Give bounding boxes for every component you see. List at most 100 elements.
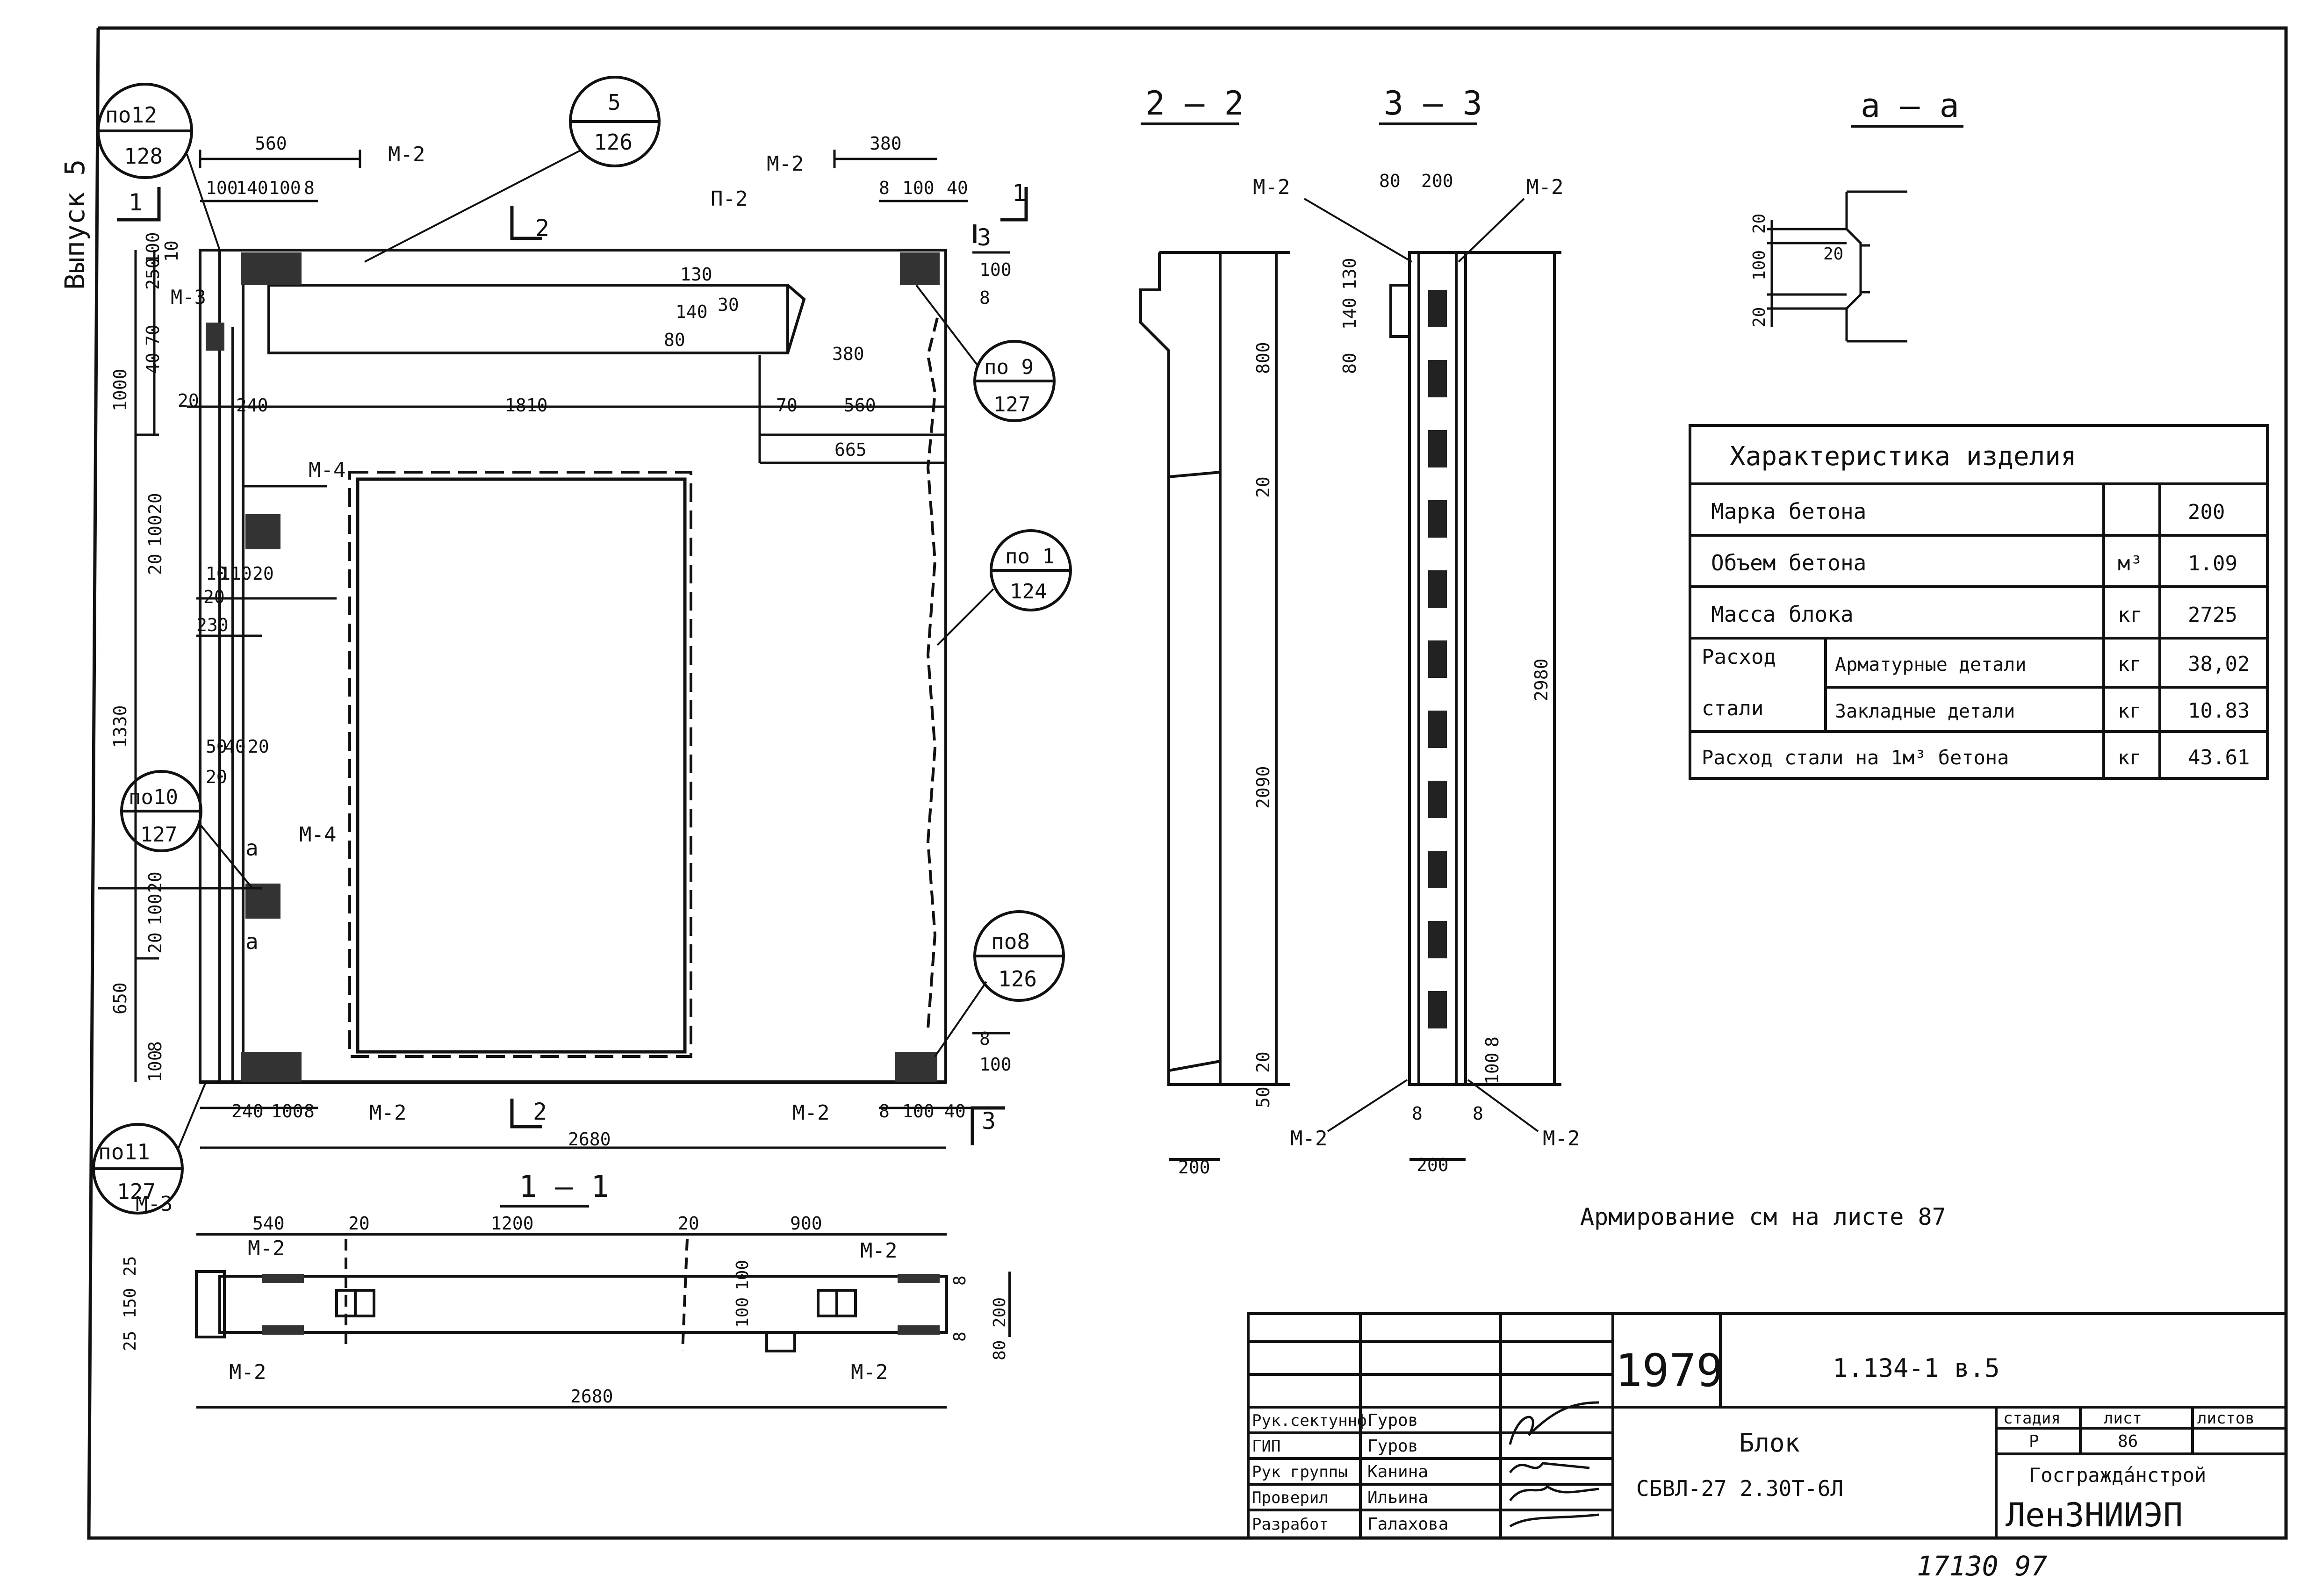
embedded-parts bbox=[206, 252, 940, 1082]
embedded-m4-top bbox=[245, 514, 280, 549]
dim-380: 380 bbox=[870, 133, 902, 154]
dim-20: 20 bbox=[1253, 476, 1273, 498]
opening-dashed bbox=[348, 471, 692, 1058]
char-row-3-value: 2725 bbox=[2188, 603, 2237, 627]
stamp-role-2: ГИП bbox=[1252, 1437, 1280, 1456]
dim-50: 50 bbox=[1253, 1086, 1273, 1108]
char-row-3-label: Масса блока bbox=[1711, 602, 1854, 627]
char-row-2-unit: м³ bbox=[2118, 552, 2143, 575]
char-row-1-value: 200 bbox=[2188, 500, 2225, 524]
section-a-a-dims: 20 100 20 20 bbox=[1750, 214, 1843, 327]
mark-m2-11-tr: М-2 bbox=[860, 1239, 897, 1263]
dim-40: 40 bbox=[947, 178, 968, 198]
mark-m2-11-br: М-2 bbox=[851, 1360, 888, 1384]
mark-a-top: а bbox=[245, 835, 259, 861]
dim-50: 50 bbox=[206, 736, 227, 757]
signatures bbox=[1509, 1401, 1599, 1528]
dim-560: 560 bbox=[255, 133, 287, 154]
window-opening bbox=[356, 477, 687, 1054]
embedded-m3 bbox=[206, 323, 224, 351]
stamp-title-2: СБВЛ-27 2.30Т-6Л bbox=[1636, 1476, 1843, 1501]
stamp-h-sheet: лист bbox=[2104, 1409, 2142, 1428]
section-markers bbox=[117, 187, 1028, 1145]
dim-250: 250 bbox=[143, 258, 163, 290]
dim-140-v: 140 bbox=[676, 302, 708, 322]
char-steel-row-2-unit: кг bbox=[2118, 699, 2142, 722]
mark-m2-33-left: М-2 bbox=[1253, 175, 1290, 199]
section-3-3 bbox=[1389, 251, 1561, 1161]
mark-m2-bl: М-2 bbox=[369, 1101, 406, 1125]
dim-130: 130 bbox=[680, 264, 712, 285]
embedded-m2-tl bbox=[241, 252, 302, 285]
callout-circles bbox=[92, 76, 1072, 1215]
mark-a-bottom: а bbox=[245, 929, 259, 954]
section-1-1-labels: М-3 М-2 М-2 М-2 М-2 540 20 1200 20 900 2… bbox=[121, 1192, 1009, 1407]
block-outline bbox=[199, 249, 947, 1084]
char-per-m3-label: Расход стали на 1м³ бетона bbox=[1702, 746, 2009, 769]
section-2-2 bbox=[1139, 251, 1290, 1161]
mark-m2-33-br: М-2 bbox=[1543, 1127, 1580, 1150]
dim-20-h: 20 bbox=[1823, 244, 1843, 264]
char-steel-label-1: Расход bbox=[1702, 645, 1776, 669]
char-row-3-unit: кг bbox=[2118, 603, 2143, 627]
stamp-stage: Р bbox=[2029, 1432, 2039, 1451]
dim-8-b: 8 bbox=[304, 1101, 315, 1122]
dim-80: 80 bbox=[1379, 171, 1401, 191]
dim-100: 100 bbox=[145, 893, 165, 926]
dim-150: 150 bbox=[121, 1288, 140, 1318]
stamp-name-1: Гуров bbox=[1367, 1411, 1418, 1430]
top-recess bbox=[267, 284, 789, 354]
mark-m2-tr: М-2 bbox=[767, 152, 804, 176]
dim-200-top: 200 bbox=[1421, 171, 1453, 191]
dim-80-b: 80 bbox=[1339, 352, 1360, 374]
dim-20: 20 bbox=[252, 563, 274, 584]
dim-8-c: 8 bbox=[1482, 1036, 1503, 1047]
dim-2680: 2680 bbox=[568, 1129, 611, 1150]
dim-40-br: 40 bbox=[944, 1101, 966, 1122]
char-steel-label-2: стали bbox=[1702, 697, 1763, 720]
dim-100: 100 bbox=[145, 515, 165, 547]
dim-100-a: 100 bbox=[733, 1297, 752, 1328]
dim-20: 20 bbox=[145, 932, 165, 954]
dim-40: 40 bbox=[143, 352, 163, 374]
dim-8-o: 8 bbox=[145, 1041, 165, 1052]
dim-70: 70 bbox=[776, 395, 798, 416]
signature-4 bbox=[1509, 1513, 1599, 1528]
dim-8-r: 8 bbox=[979, 288, 990, 308]
callout-2-bottom: 126 bbox=[594, 129, 633, 155]
section-3-3-reinforcement bbox=[1428, 290, 1447, 1028]
dim-2090: 2090 bbox=[1253, 766, 1273, 809]
dim-100-v: 100 bbox=[143, 232, 163, 264]
dim-1200: 1200 bbox=[491, 1213, 534, 1234]
dim-130: 130 bbox=[1339, 258, 1360, 290]
dim-100-b: 100 bbox=[733, 1260, 752, 1290]
callout-7-top: по11 bbox=[98, 1139, 150, 1165]
dim-140: 140 bbox=[236, 178, 268, 198]
footer-number: 17130 97 bbox=[1917, 1550, 2047, 1582]
dim-20: 20 bbox=[145, 871, 165, 893]
dim-20: 20 bbox=[178, 390, 199, 411]
mark-m2-11-tl: М-2 bbox=[248, 1237, 285, 1260]
char-row-1-label: Марка бетона bbox=[1711, 499, 1866, 524]
dim-140: 140 bbox=[1339, 297, 1360, 330]
stamp-name-4: Ильина bbox=[1367, 1488, 1428, 1507]
dim-20: 20 bbox=[1750, 214, 1769, 234]
dim-2680: 2680 bbox=[570, 1386, 613, 1407]
section-2-2-dims: 800 20 2090 20 50 200 bbox=[1178, 342, 1273, 1178]
callout-5-bottom: 127 bbox=[140, 823, 177, 847]
dim-240-b: 240 bbox=[231, 1101, 264, 1122]
stamp-role-1: Рук.сектуннф bbox=[1252, 1411, 1367, 1430]
section-a-a bbox=[1767, 190, 1907, 343]
mark-p2: П-2 bbox=[711, 187, 748, 211]
mark-m2-11-bl: М-2 bbox=[229, 1360, 266, 1384]
callout-4-top: по 1 bbox=[1005, 545, 1055, 568]
stamp-org-1: Госграждáнстрой bbox=[2029, 1464, 2206, 1487]
title-block-texts: 1979 1.134-1 в.5 Рук.сектуннф ГИП Рук гр… bbox=[1252, 1344, 2255, 1534]
stamp-name-3: Канина bbox=[1367, 1462, 1428, 1481]
callout-4-bottom: 124 bbox=[1010, 580, 1047, 604]
callout-1-bottom: 128 bbox=[124, 144, 163, 169]
callout-7-bottom: 127 bbox=[117, 1179, 156, 1204]
section-3-3-leaders bbox=[1303, 198, 1539, 1132]
dim-100-o: 100 bbox=[145, 1050, 165, 1082]
